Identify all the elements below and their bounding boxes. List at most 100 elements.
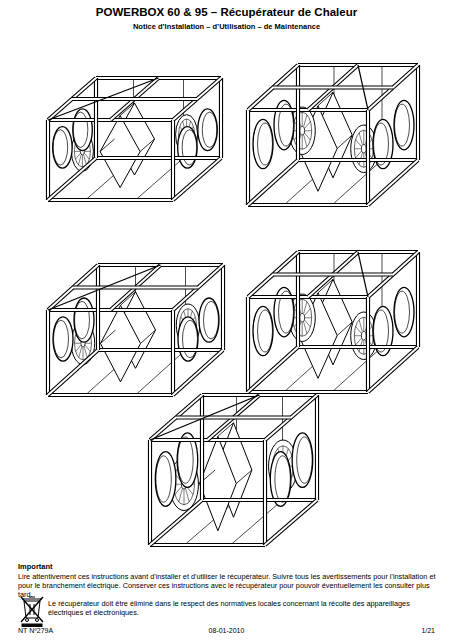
unit-stroke [171, 120, 175, 200]
unit-stroke [150, 500, 202, 545]
unit-stroke [46, 120, 50, 200]
unit-stroke [305, 308, 311, 315]
unit-stroke [359, 133, 362, 145]
unit-stroke [74, 151, 80, 152]
unit-stroke [150, 543, 265, 547]
unit-stroke [296, 65, 300, 160]
unit-drawing [248, 252, 418, 392]
unit-stroke [296, 252, 300, 347]
unit-stroke [148, 440, 152, 545]
unit-stroke [74, 298, 94, 342]
unit-stroke [248, 347, 298, 392]
unit-stroke [273, 272, 393, 276]
unit-stroke [48, 265, 161, 310]
unit-stroke [356, 326, 362, 333]
unit-stroke [53, 130, 68, 165]
unit-stroke [75, 153, 80, 159]
unit-stroke [417, 252, 419, 347]
unit-stroke [367, 110, 369, 205]
unit-stroke [367, 297, 369, 392]
unit-stroke [305, 121, 311, 128]
section-heading: Important [18, 562, 53, 571]
unit-stroke [199, 298, 219, 342]
unit-stroke [304, 135, 307, 147]
unit-stroke [293, 299, 312, 336]
unit-stroke [219, 78, 223, 158]
unit-stroke [178, 317, 198, 361]
unit-stroke [363, 317, 364, 331]
unit-stroke [265, 500, 317, 545]
unit-stroke [417, 65, 419, 160]
unit-stroke [150, 500, 202, 545]
unit-stroke [54, 320, 69, 358]
unit-stroke [73, 285, 198, 289]
unit-stroke [368, 160, 418, 205]
unit-stroke [298, 345, 418, 349]
unit-stroke [82, 155, 83, 167]
unit-stroke [84, 347, 87, 358]
unit-stroke [48, 78, 159, 120]
unit-stroke [248, 391, 368, 393]
unit-stroke [416, 65, 420, 160]
unit-stroke [47, 120, 49, 200]
unit-stroke [48, 198, 173, 202]
unit-stroke [248, 347, 298, 392]
unit-stroke [248, 160, 298, 205]
unit-stroke [98, 348, 223, 352]
unit-stroke [253, 119, 273, 168]
unit-stroke [258, 123, 273, 165]
unit-drawing [150, 395, 317, 545]
unit-stroke [201, 395, 203, 500]
unit-stroke [368, 160, 418, 205]
unit-stroke [305, 133, 311, 140]
unit-stroke [394, 100, 414, 149]
unit-stroke [84, 153, 89, 159]
unit-stroke [366, 110, 370, 205]
unit-stroke [171, 310, 175, 395]
unit-stroke [155, 452, 176, 507]
unit-stroke [302, 323, 303, 337]
unit-stroke [248, 204, 368, 206]
unit-stroke [76, 345, 81, 351]
unit-stroke [358, 65, 368, 110]
unit-stroke [85, 345, 90, 351]
unit-stroke [53, 127, 72, 169]
unit-stroke [150, 544, 265, 546]
unit-stroke [298, 159, 418, 161]
unit-stroke [274, 287, 294, 336]
unit-stroke [48, 393, 173, 397]
unit-stroke [356, 151, 362, 158]
unit-stroke [156, 456, 171, 502]
unit-stroke [298, 346, 418, 348]
unit-stroke [48, 158, 96, 200]
unit-stroke [72, 98, 197, 100]
unit-stroke [302, 299, 303, 313]
unit-stroke [394, 287, 414, 336]
unit-stroke [48, 394, 173, 396]
unit-stroke [368, 347, 418, 392]
page-title: POWERBOX 60 & 95 – Récupérateur de Chale… [0, 6, 453, 18]
unit-stroke [264, 440, 266, 545]
unit-stroke [176, 417, 291, 419]
unit-stroke [297, 65, 299, 160]
unit-stroke [292, 433, 313, 488]
unit-stroke [315, 395, 319, 500]
unit-stroke [356, 139, 362, 146]
unit-stroke [53, 317, 73, 361]
unit-stroke [173, 350, 223, 395]
unit-stroke [361, 331, 366, 340]
unit-stroke [302, 112, 303, 126]
unit-stroke [337, 322, 352, 336]
unit-stroke [73, 109, 92, 151]
unit-stroke [361, 144, 366, 153]
unit-stroke [176, 415, 291, 419]
unit-stroke [150, 395, 260, 440]
unit-stroke [204, 301, 219, 339]
unit-stroke [356, 338, 362, 345]
unit-stroke [96, 157, 221, 159]
unit-stroke [222, 265, 224, 350]
unit-stroke [48, 199, 173, 201]
disposal-note: Le récupérateur doit être éliminé dans l… [48, 599, 443, 617]
unit-stroke [186, 489, 190, 502]
